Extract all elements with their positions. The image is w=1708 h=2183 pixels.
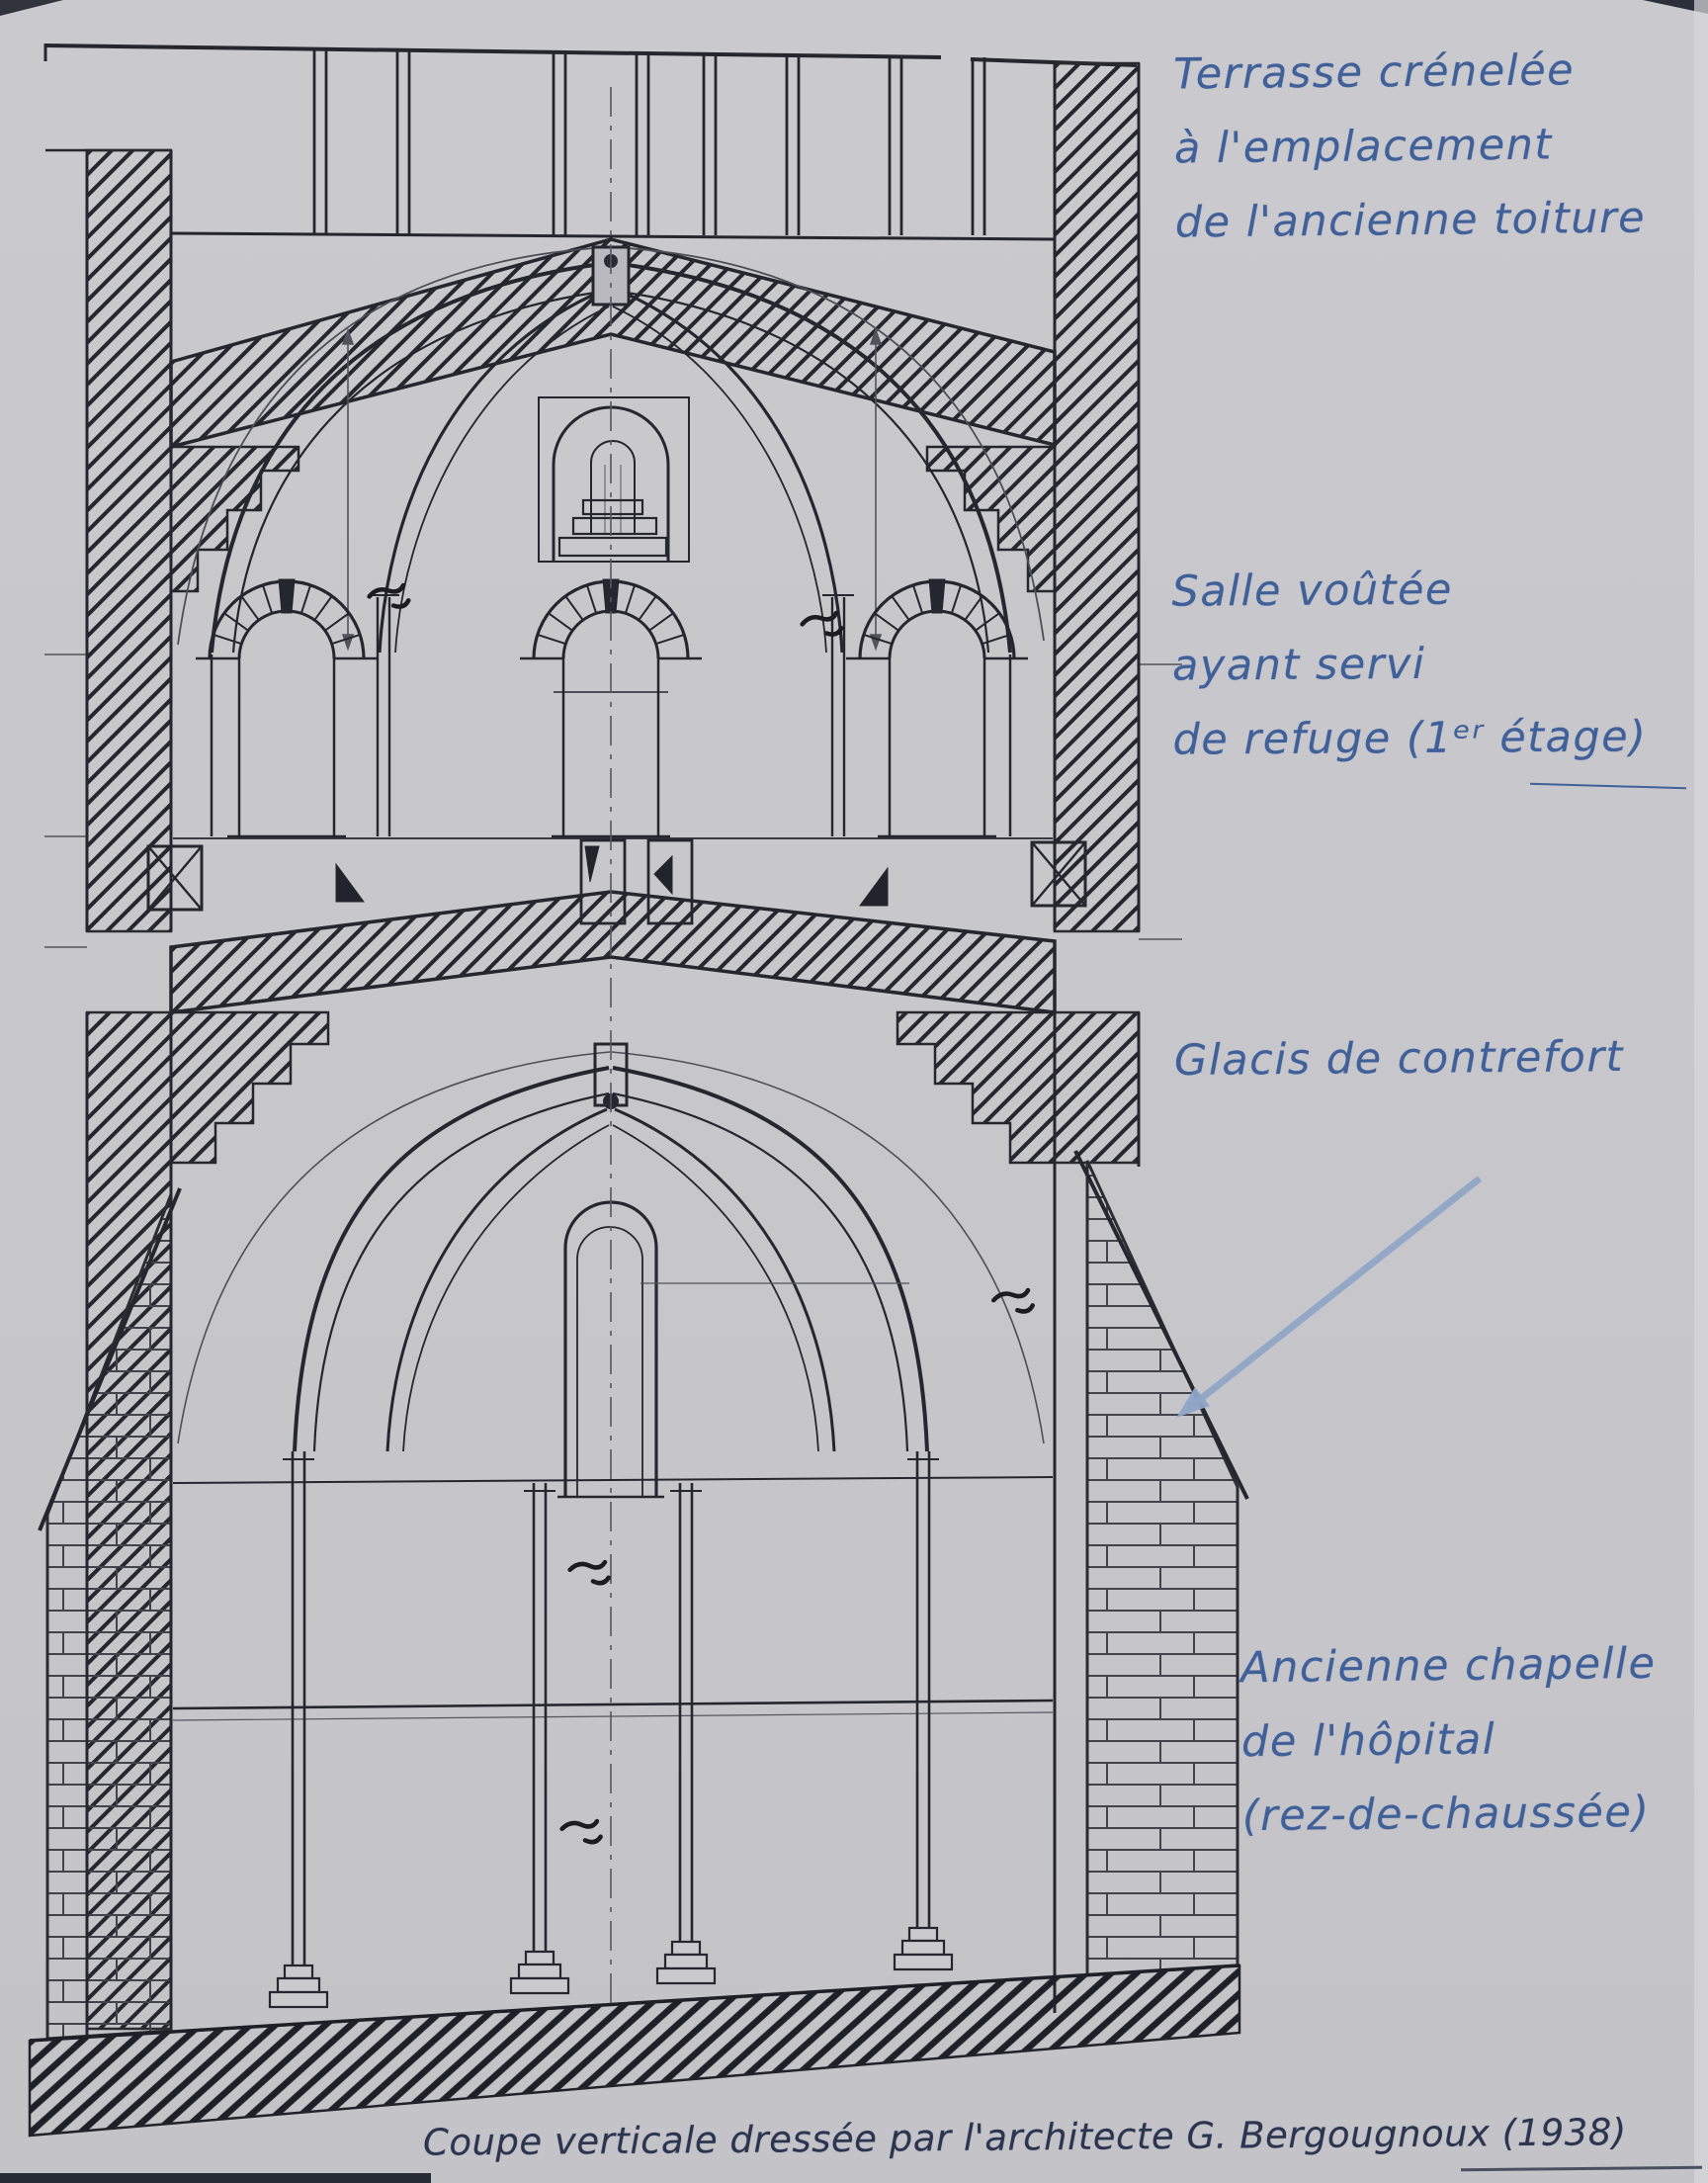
annotation-terrace-line3: de l'ancienne toiture <box>1174 193 1647 248</box>
annotation-terrace: Terrasse crénelée à l'emplacement de l'a… <box>1173 34 1647 261</box>
annotation-vaulted-hall-line2: ayant servi <box>1171 639 1426 691</box>
upper-vault <box>177 245 1045 836</box>
annotation-chapel-line1: Ancienne chapelle <box>1239 1638 1657 1694</box>
dimension-lines <box>44 327 1182 948</box>
annotation-glacis-text: Glacis de contrefort <box>1173 1032 1625 1086</box>
terrace-crenellation <box>43 44 1138 241</box>
ground-band <box>28 1964 1241 2138</box>
annotation-terrace-line2: à l'emplacement <box>1173 120 1554 174</box>
annotation-vaulted-hall-line1: Salle voûtée <box>1171 565 1454 617</box>
annotation-vaulted-hall: Salle voûtée ayant servi de refuge (1ᵉʳ … <box>1171 552 1647 777</box>
upper-window <box>538 396 690 563</box>
floor-band <box>169 890 1057 1165</box>
voussoir-arcade <box>173 578 1053 839</box>
string-course-details <box>146 838 1087 925</box>
merlon-slots <box>312 49 986 235</box>
lower-walls <box>85 1010 1141 2031</box>
ground-floor <box>172 1451 1054 2009</box>
buttresses <box>38 1150 1249 2041</box>
wall-face-lines <box>85 63 1141 2035</box>
dimension-scribbles <box>367 582 1035 1845</box>
column-bases <box>268 1926 954 2009</box>
upper-colonnettes <box>368 594 854 836</box>
glacis-arrow <box>1176 1176 1483 1418</box>
right-buttress <box>1085 1160 1239 1977</box>
annotation-chapel-line3: (rez-de-chaussée) <box>1241 1787 1651 1842</box>
annotation-terrace-line1: Terrasse crénelée <box>1172 45 1576 100</box>
columns <box>283 1451 939 1965</box>
annotation-chapel: Ancienne chapelle de l'hôpital (rez-de-c… <box>1240 1627 1659 1854</box>
annotation-vaulted-hall-line3: de refuge (1ᵉʳ étage) <box>1172 712 1648 765</box>
annotation-glacis: Glacis de contrefort <box>1174 1020 1625 1098</box>
lower-vault <box>177 1042 1045 1452</box>
annotation-chapel-line2: de l'hôpital <box>1240 1714 1496 1768</box>
